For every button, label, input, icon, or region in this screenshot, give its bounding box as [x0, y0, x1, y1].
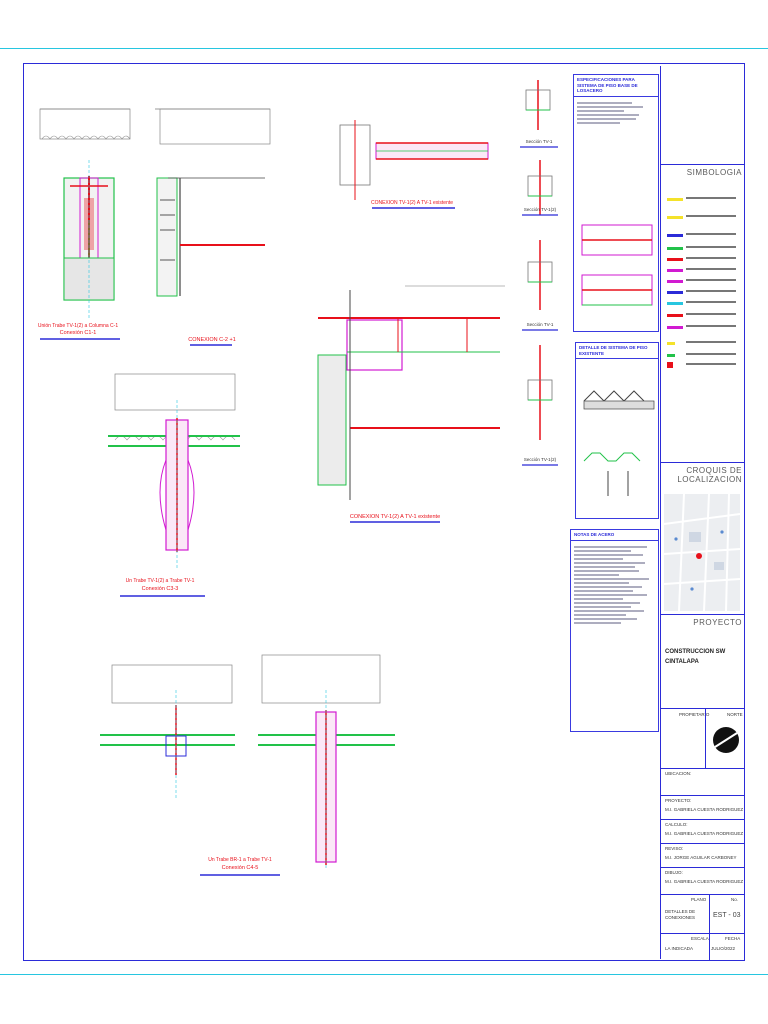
location-label: UBICACION:: [665, 771, 692, 776]
svg-text:Un Trabe BR-1 a Trabe TV-1: Un Trabe BR-1 a Trabe TV-1: [208, 857, 272, 863]
scale-label: ESCALA: [691, 936, 709, 941]
designer-label: PROYECTO:: [665, 798, 692, 803]
legend-item-4: [667, 245, 739, 253]
legend-item-7: [667, 278, 739, 286]
reviewer-label: REVISO:: [665, 846, 684, 851]
legend-item-12: [667, 340, 739, 348]
sheet-info: PLANO No. DETALLES DE CONEXIONES EST - 0…: [661, 894, 745, 934]
owner-section: PROPIETARIO NORTE: [661, 708, 745, 769]
scale-value: LA INDICADA: [665, 946, 694, 951]
project-section: PROYECTO CONSTRUCCION SW CINTALAPA: [661, 614, 745, 708]
project-name-line1: CONSTRUCCION SW: [665, 649, 726, 655]
drawing-frame: [23, 63, 745, 961]
spec-box-notes: NOTAS DE ACERO: [570, 529, 659, 732]
project-name-line2: CINTALAPA: [665, 659, 699, 665]
svg-text:Sección TV-1(2): Sección TV-1(2): [524, 457, 557, 462]
svg-text:CONEXION TV-1(2) A TV-1 existe: CONEXION TV-1(2) A TV-1 existente: [371, 200, 453, 206]
calculation-label: CALCULO:: [665, 822, 688, 827]
north-label: NORTE: [727, 712, 743, 717]
legend-item-5: [667, 256, 739, 264]
legend-item-6: [667, 267, 739, 275]
location-map: [664, 494, 740, 611]
symbology-section: SIMBOLOGIA: [661, 164, 745, 462]
svg-text:Conexión C4-5: Conexión C4-5: [222, 865, 259, 871]
detail-c1-label: Unión Trabe TV-1(2) a Columna C-1 Conexi…: [38, 323, 120, 340]
location-heading: CROQUIS DE LOCALIZACION: [677, 466, 742, 484]
spec-box-floor-system: DETALLE DE SISTEMA DE PISO EXISTENTE: [575, 342, 659, 519]
spec-box-losacero: ESPECIFICACIONES PARA SISTEMA DE PISO BA…: [573, 74, 659, 332]
svg-text:Conexión C1-1: Conexión C1-1: [60, 330, 97, 336]
sheet-label: PLANO: [691, 897, 707, 902]
svg-text:Unión Trabe TV-1(2) a Columna: Unión Trabe TV-1(2) a Columna C-1: [38, 323, 118, 329]
svg-text:CONEXION C-2 +1: CONEXION C-2 +1: [188, 337, 236, 343]
legend-item-1: [667, 196, 739, 204]
north-arrow-icon: [713, 727, 739, 753]
sheet-number: EST - 03: [713, 912, 741, 919]
svg-text:Sección TV-1: Sección TV-1: [527, 322, 554, 327]
detail-c1: [39, 108, 131, 301]
svg-text:Conexión C3-3: Conexión C3-3: [142, 586, 179, 592]
detail-tv1-b: CONEXION TV-1(2) A TV-1 existente: [317, 285, 505, 523]
designer-value: M.I. GABRIELA CUESTA RODRIGUEZ: [665, 807, 744, 812]
floor-system-diagram: [583, 390, 655, 496]
map-graphic: [664, 494, 740, 611]
symbology-heading: SIMBOLOGIA: [686, 168, 742, 177]
svg-text:Un Trabe TV-1(2) a Trabe TV-1: Un Trabe TV-1(2) a Trabe TV-1: [126, 578, 195, 584]
legend-item-11: [667, 324, 739, 332]
drafter-value: M.I. GABRIELA CUESTA RODRIGUEZ: [665, 879, 744, 884]
legend-item-14: [667, 362, 739, 370]
spec-box-floor-title: DETALLE DE SISTEMA DE PISO EXISTENTE: [576, 343, 658, 360]
location-section: CROQUIS DE LOCALIZACION: [661, 462, 745, 614]
legend-item-10: [667, 312, 739, 320]
owner-label: PROPIETARIO: [679, 712, 710, 717]
date-label: FECHA: [725, 936, 741, 941]
spec-box-losacero-title: ESPECIFICACIONES PARA SISTEMA DE PISO BA…: [574, 75, 658, 97]
legend-item-2: [667, 214, 739, 222]
scale-date: ESCALA LA INDICADA FECHA JULIO/2022: [661, 933, 745, 960]
sheet-border-bottom: [0, 974, 768, 975]
svg-text:CONEXION TV-1(2) A TV-1 existe: CONEXION TV-1(2) A TV-1 existente: [350, 514, 440, 520]
svg-text:Sección TV-1(2): Sección TV-1(2): [524, 207, 557, 212]
detail-c4: Un Trabe BR-1 a Trabe TV-1 Conexión C4-5: [100, 654, 395, 876]
sheet-description: DETALLES DE CONEXIONES: [665, 909, 696, 920]
detail-tv1-a: CONEXION TV-1(2) A TV-1 existente: [339, 120, 489, 209]
sheet-no-label: No.: [731, 897, 739, 902]
legend-item-3: [667, 232, 739, 240]
sheet-border-top: [0, 48, 768, 49]
legend-item-9: [667, 300, 739, 308]
losacero-diagram: [581, 224, 653, 306]
project-heading: PROYECTO: [693, 618, 742, 627]
svg-text:Sección TV-1: Sección TV-1: [526, 139, 553, 144]
detail-c2: CONEXION C-2 +1: [155, 108, 271, 346]
drafter-label: DIBUJO:: [665, 870, 683, 875]
legend-item-13: [667, 352, 739, 360]
title-block: SIMBOLOGIA CROQUIS DE LOCALIZACION PROYE…: [660, 66, 745, 960]
reviewer-value: M.I. JORGE AGUILAR CARBONEY: [665, 855, 737, 860]
date-value: JULIO/2022: [711, 946, 736, 951]
calculation-value: M.I. GABRIELA CUESTA RODRIGUEZ: [665, 831, 744, 836]
legend-item-8: [667, 289, 739, 297]
notes-title: NOTAS DE ACERO: [571, 530, 658, 541]
section-details: Sección TV-1 Sección TV-1(2) Sección TV-…: [520, 80, 558, 466]
detail-c3: Un Trabe TV-1(2) a Trabe TV-1 Conexión C…: [108, 373, 240, 597]
